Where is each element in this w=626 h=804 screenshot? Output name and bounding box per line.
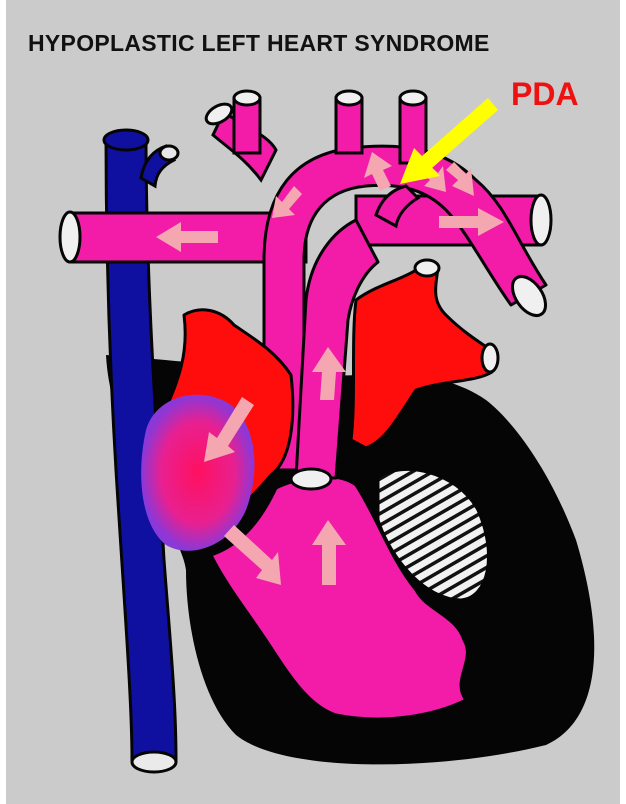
diagram-canvas: HYPOPLASTIC LEFT HEART SYNDROME PDA — [6, 0, 620, 804]
diagram-title: HYPOPLASTIC LEFT HEART SYNDROME — [28, 30, 490, 57]
pulmonary-vein-opening-2 — [482, 344, 498, 372]
azygos-opening — [160, 146, 178, 160]
svc-opening — [104, 130, 148, 150]
pda-label: PDA — [511, 76, 579, 113]
head-vessel-opening-4 — [400, 91, 426, 105]
heart-illustration — [6, 0, 620, 804]
ivc-opening — [132, 752, 176, 772]
pa-right-opening — [531, 195, 551, 245]
head-vessel-opening-3 — [336, 91, 362, 105]
pa-left-opening — [60, 212, 80, 262]
pulmonary-vein-opening-1 — [415, 260, 439, 276]
pulmonary-valve-opening — [291, 469, 331, 489]
head-vessel-opening-2 — [234, 91, 260, 105]
